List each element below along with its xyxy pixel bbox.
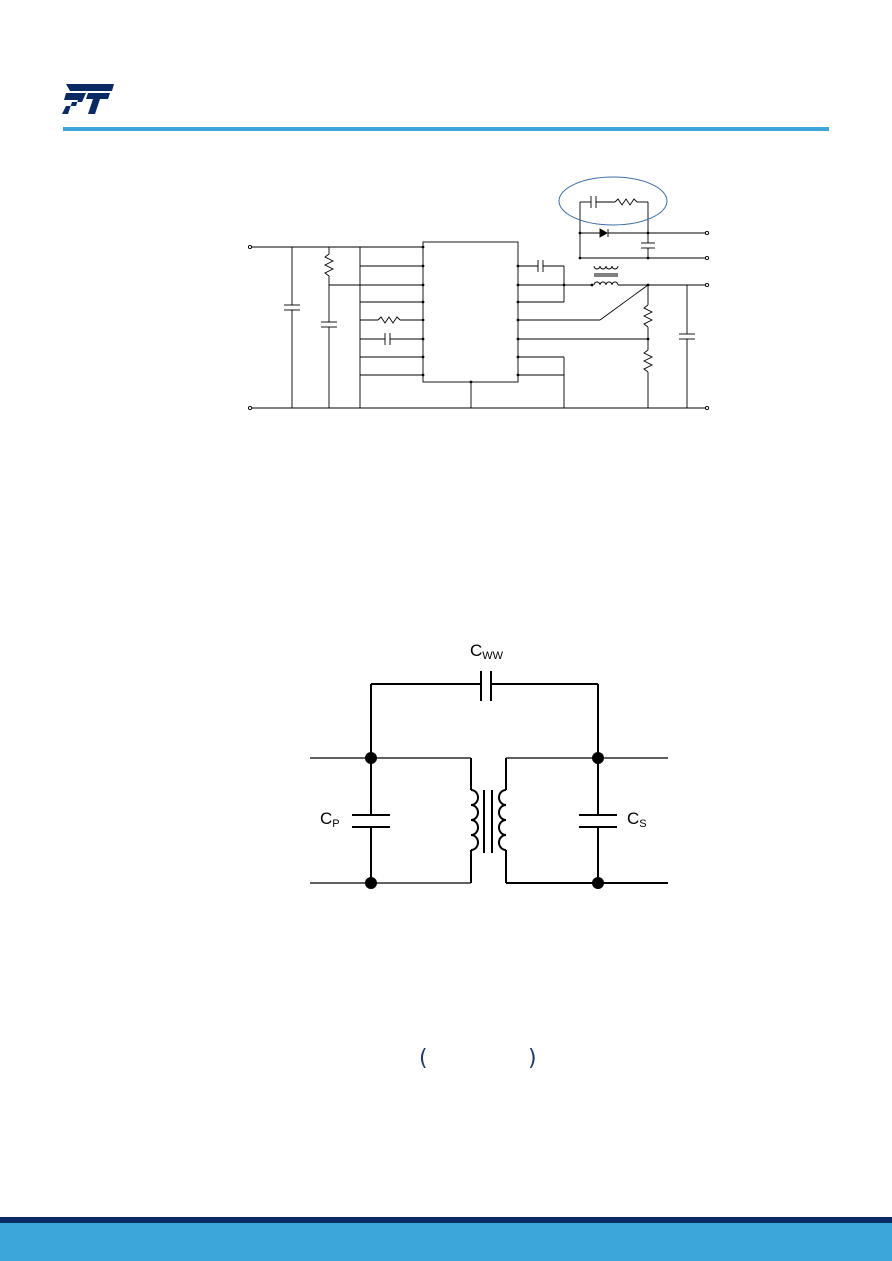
cs-label: CS <box>627 809 647 830</box>
cp-label: CP <box>320 809 340 830</box>
formula-left-paren: ( <box>419 1046 428 1071</box>
footer-dark-stripe <box>0 1217 892 1223</box>
header-rule <box>63 127 829 131</box>
formula-right-paren: ) <box>528 1046 537 1071</box>
st-logo <box>62 84 114 114</box>
transformer-capacitance-model <box>310 671 668 889</box>
footer-band <box>0 1223 892 1261</box>
cww-label: CWW <box>470 641 504 662</box>
flyback-schematic <box>247 176 710 411</box>
